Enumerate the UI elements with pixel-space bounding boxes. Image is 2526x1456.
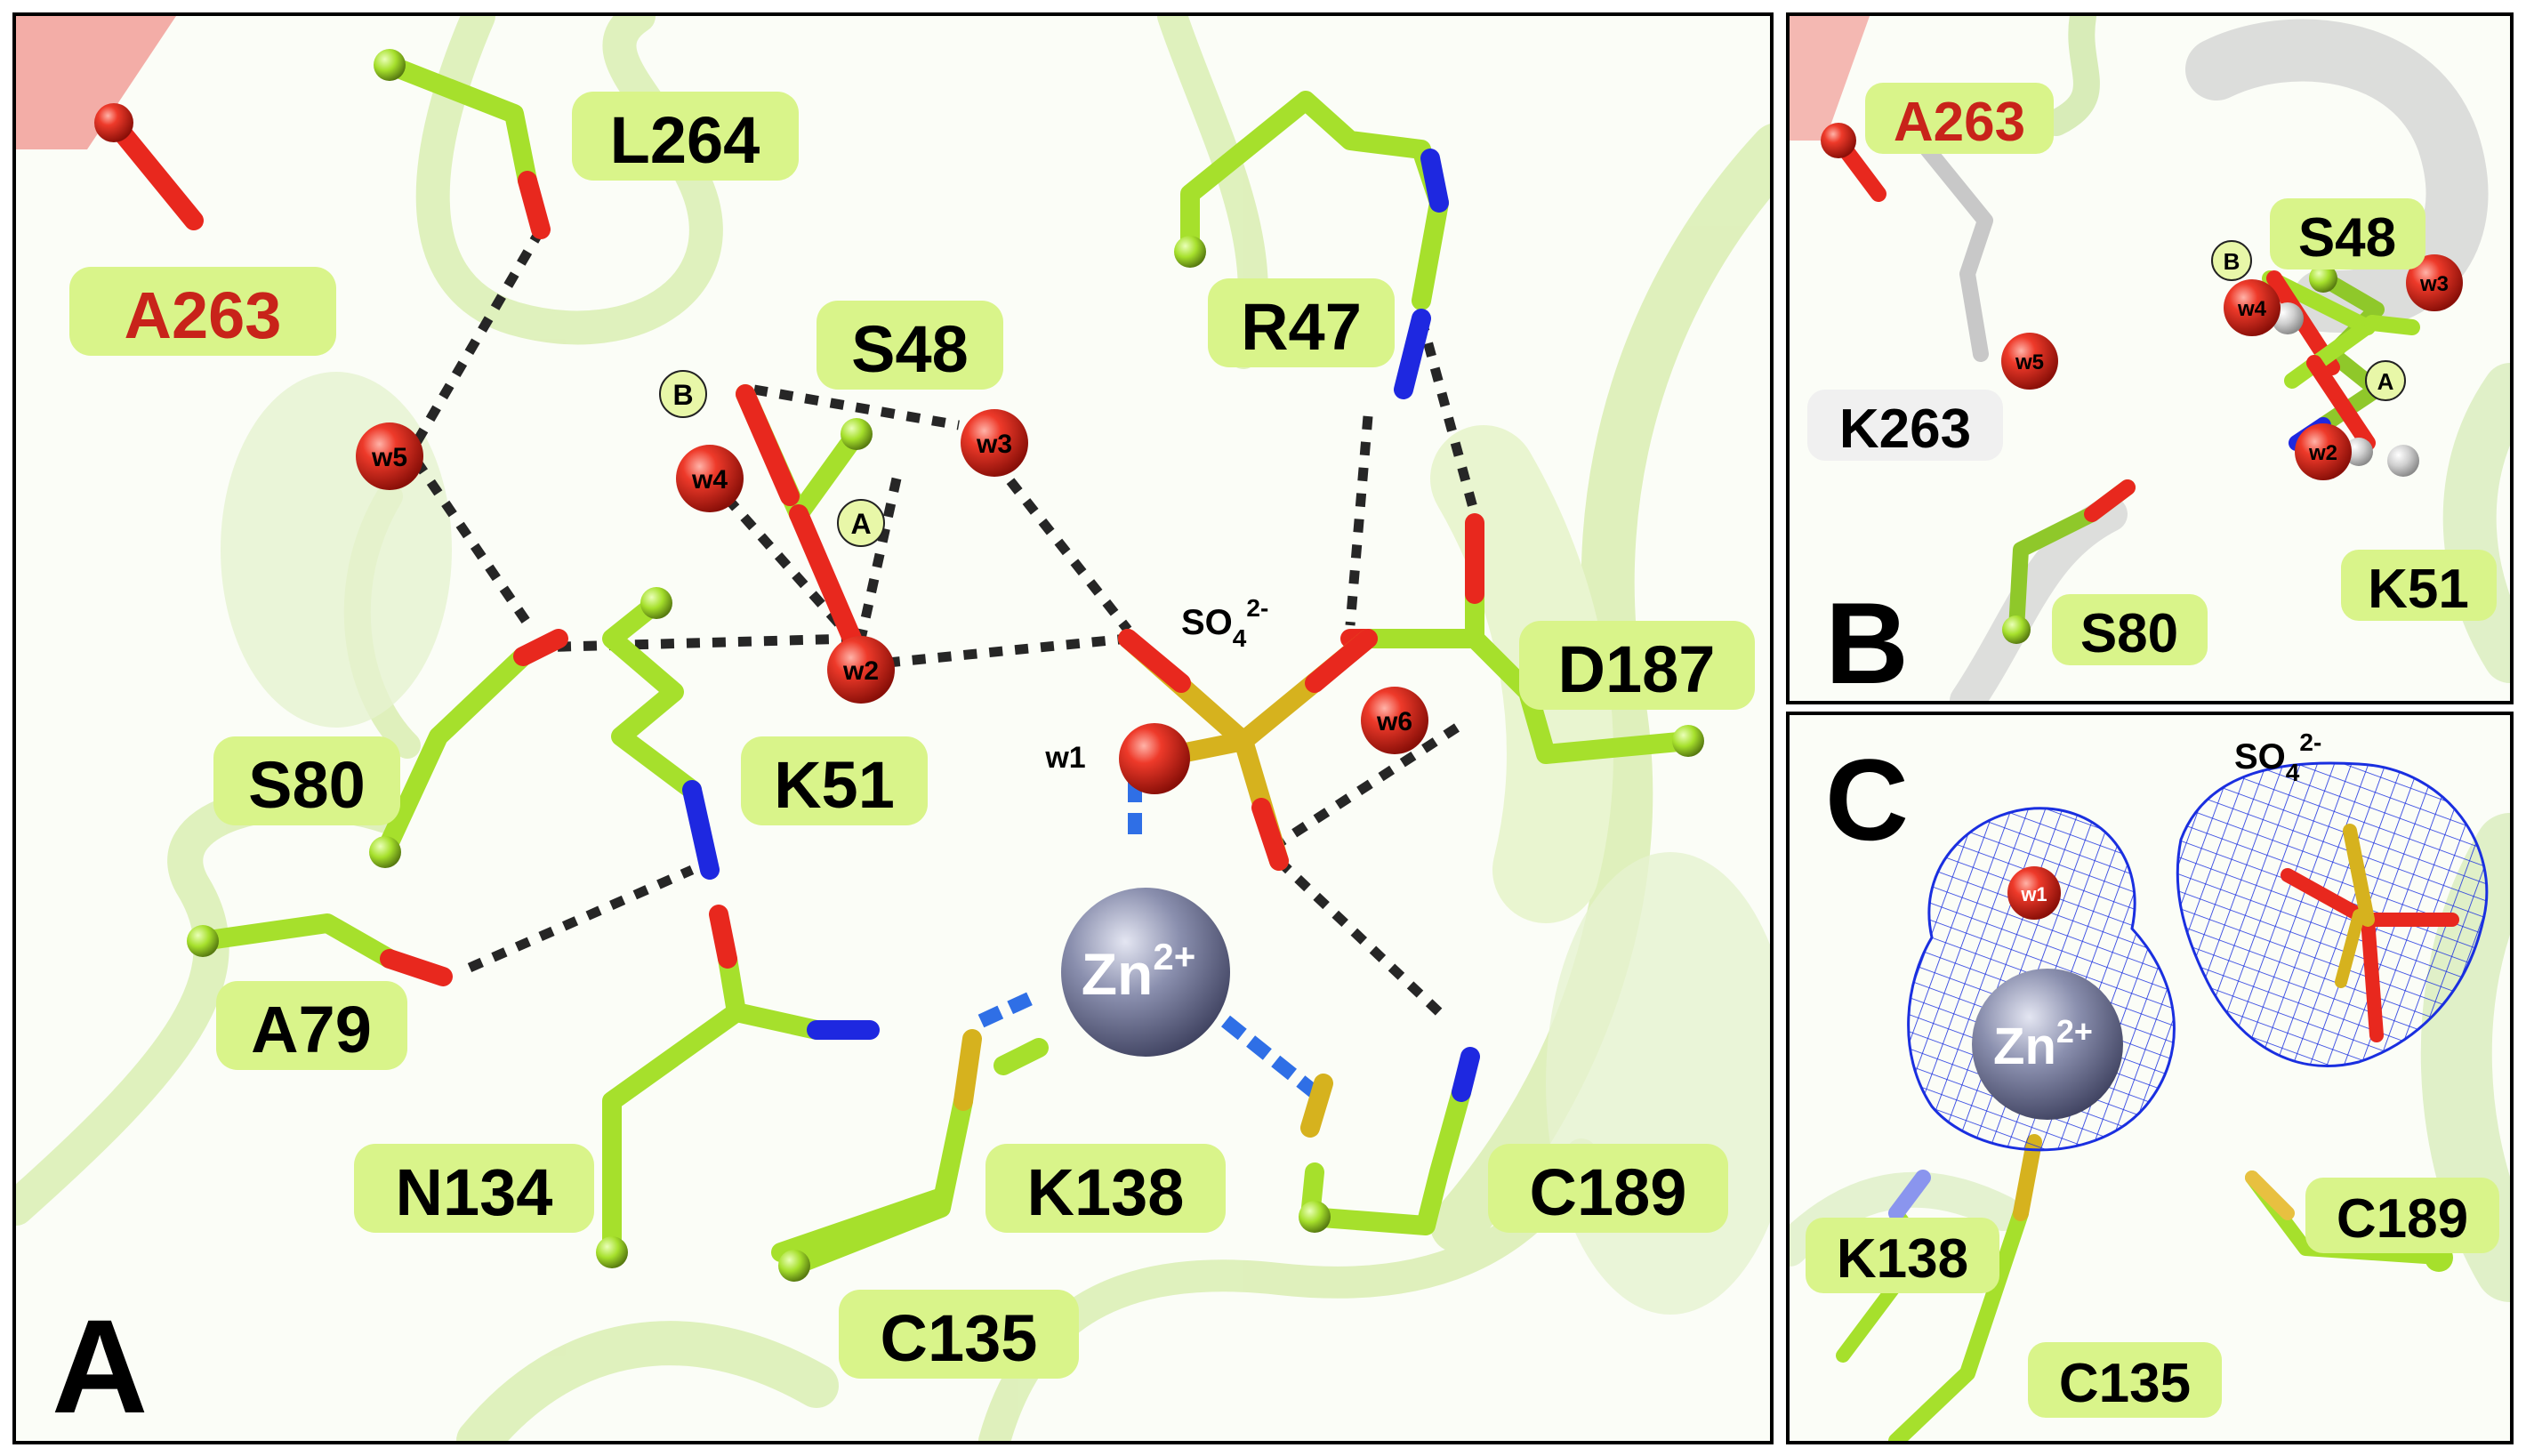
water-label-w1: w1 — [1044, 741, 1085, 775]
conformer-b-marker-b — [2211, 240, 2252, 281]
a263-cartoon-region — [16, 16, 176, 149]
conformer-a-marker — [837, 499, 885, 547]
residue-label-k51-b: K51 — [2368, 559, 2469, 620]
panel-b-letter: B — [1825, 578, 1909, 701]
residue-labels-b: A263 S48 K263 S80 K51 — [1807, 83, 2497, 665]
sulfate-ion-c — [2281, 824, 2459, 1042]
conformer-a-label: A — [850, 508, 871, 540]
water-label-w3: w3 — [976, 430, 1012, 459]
water-label-w2: w2 — [842, 656, 879, 686]
zinc-ion — [1061, 888, 1230, 1057]
water-label-w2-b: w2 — [2308, 441, 2337, 465]
residue-label-c189: C189 — [1530, 1155, 1687, 1229]
water-w5-b — [2001, 333, 2058, 390]
water-w4-b — [2224, 279, 2281, 336]
residue-label-a79: A79 — [251, 993, 372, 1066]
conformer-a-label-b: A — [2377, 368, 2394, 395]
oxygen-sticks — [104, 113, 1484, 986]
protein-cartoon-b — [1950, 16, 2510, 701]
residue-label-k51: K51 — [774, 748, 895, 822]
a263-oxygen-atom — [94, 103, 133, 142]
residue-label-c135: C135 — [881, 1301, 1038, 1375]
water-label-w6: w6 — [1376, 707, 1412, 736]
panel-a-letter: A — [52, 1291, 148, 1441]
water-w1 — [1119, 723, 1190, 794]
water-label-w5: w5 — [371, 443, 407, 472]
water-label-w1-c: w1 — [2020, 883, 2047, 905]
water-molecules-b — [2001, 254, 2463, 480]
residue-label-d187: D187 — [1558, 632, 1716, 706]
water-w2-b — [2295, 423, 2352, 480]
zinc-label-c: Zn2+ — [1993, 1013, 2093, 1075]
residue-label-c135-c: C135 — [2059, 1353, 2191, 1414]
zinc-coordination-bonds — [977, 781, 1319, 1098]
water-label-w4-b: w4 — [2237, 297, 2267, 321]
water-w2 — [827, 636, 895, 704]
residue-label-n134: N134 — [396, 1155, 553, 1229]
k51-c-alpha-b — [2309, 264, 2337, 293]
residue-label-s80: S80 — [248, 748, 366, 822]
sulfate-label-c: SO42- — [2234, 728, 2321, 786]
residue-label-k138: K138 — [1027, 1155, 1185, 1229]
a263-oxygen-atom-b — [1821, 123, 1856, 158]
water-w5 — [356, 422, 423, 490]
s80-c-alpha-b — [2002, 615, 2031, 644]
nitrogen-sticks — [682, 149, 1480, 1102]
panel-c-letter: C — [1825, 735, 1909, 865]
residue-label-r47: R47 — [1241, 290, 1362, 364]
hydrogen-bonds — [412, 227, 1480, 1016]
a263-cartoon-region-b — [1790, 16, 1870, 141]
conformer-b-label: B — [672, 379, 693, 411]
residue-labels: A263 L264 S48 R47 S80 K51 D187 A79 N134 … — [69, 92, 1755, 1379]
sulfate-label: SO42- — [1181, 594, 1268, 652]
residue-label-s48-b: S48 — [2298, 207, 2396, 269]
zinc-label: Zn2+ — [1082, 936, 1196, 1007]
residue-label-l264: L264 — [610, 103, 760, 177]
residue-label-a263-b: A263 — [1894, 92, 2025, 153]
water-w3-b — [2406, 254, 2463, 311]
water-w1-c — [2007, 866, 2061, 920]
residue-label-k263-b: K263 — [1839, 398, 1971, 460]
panel-c-canvas: Zn2+ w1 SO42- K138 C189 C135 C — [1790, 728, 2510, 1441]
panel-a-canvas: w5 w4 w3 w2 w6 w1 Zn2+ SO42- B A A263 L2… — [16, 16, 1770, 1441]
conformer-b-marker — [659, 370, 707, 418]
k263-ghost-atom-2 — [2387, 445, 2419, 477]
panel-b: w5 w4 w3 w2 B A A263 S48 K263 S80 K51 B — [1786, 12, 2514, 704]
water-label-w5-b: w5 — [2015, 350, 2044, 374]
zinc-ion-c — [1972, 969, 2123, 1120]
conformer-a-marker-b — [2365, 360, 2406, 401]
panel-b-canvas: w5 w4 w3 w2 B A A263 S48 K263 S80 K51 B — [1790, 16, 2510, 701]
conformer-b-label-b: B — [2224, 248, 2240, 275]
water-label-w4: w4 — [691, 465, 728, 495]
residue-label-s48: S48 — [851, 312, 969, 386]
residue-label-a263: A263 — [125, 278, 282, 352]
water-w3 — [961, 409, 1028, 477]
k263-ghost-atom-3 — [2345, 438, 2373, 466]
residue-label-c189-c: C189 — [2337, 1188, 2468, 1250]
sticks-b — [1830, 133, 2420, 638]
panel-c: Zn2+ w1 SO42- K138 C189 C135 C — [1786, 712, 2514, 1444]
panel-a: w5 w4 w3 w2 w6 w1 Zn2+ SO42- B A A263 L2… — [12, 12, 1774, 1444]
residue-labels-c: K138 C189 C135 — [1806, 1178, 2499, 1418]
water-label-w3-b: w3 — [2419, 272, 2449, 296]
residue-label-s80-b: S80 — [2080, 603, 2178, 664]
c-alpha-spheres — [187, 49, 1704, 1282]
sulfur-sticks — [953, 1029, 1333, 1138]
water-w4 — [676, 445, 744, 512]
water-w6 — [1361, 687, 1428, 754]
residue-label-k138-c: K138 — [1837, 1228, 1968, 1290]
water-molecules — [356, 409, 1428, 794]
